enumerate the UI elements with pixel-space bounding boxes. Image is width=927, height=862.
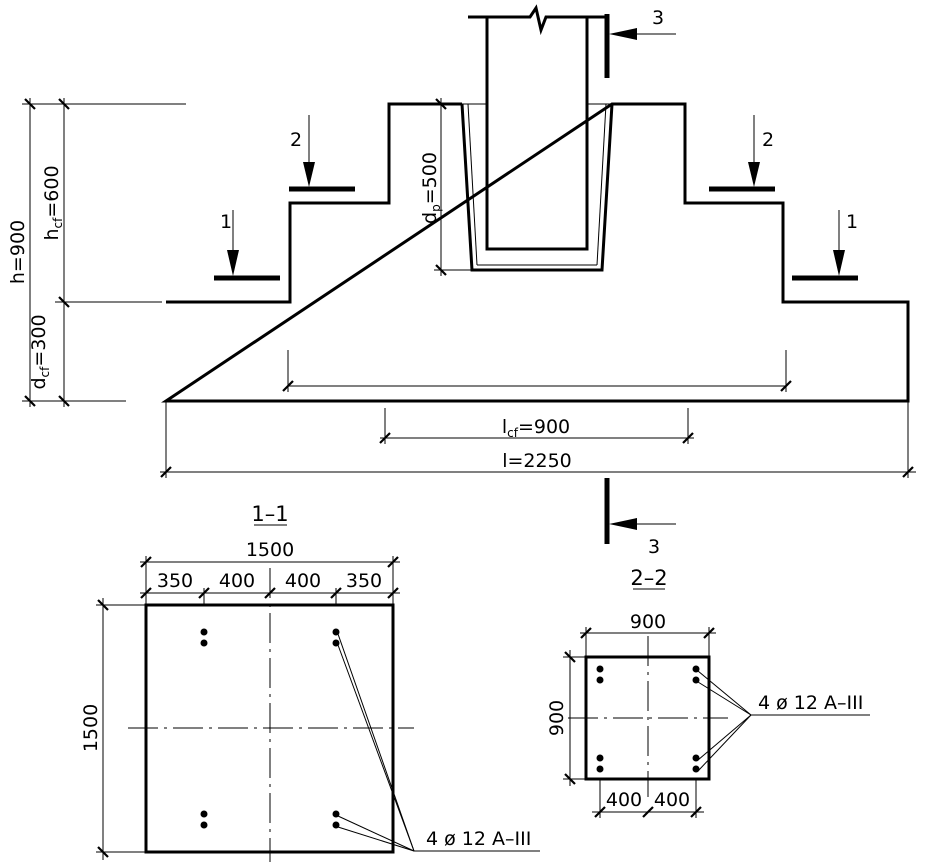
cut-marker-1-left: 1 bbox=[214, 210, 280, 281]
section-1-1-overall-height: 1500 bbox=[80, 704, 102, 752]
l-dimension-label: l=2250 bbox=[502, 450, 572, 472]
column-outline bbox=[485, 17, 589, 251]
section-1-1: 1–1 1500 350 400 400 350 1500 bbox=[80, 502, 540, 862]
section-1-1-seg-2: 400 bbox=[219, 570, 255, 592]
section-1-1-seg-1: 350 bbox=[157, 570, 193, 592]
dp-dimension-label: dp=500 bbox=[419, 152, 443, 224]
hcf-dimension-label: hcf=600 bbox=[41, 165, 65, 240]
section-2-2-title: 2–2 bbox=[630, 566, 667, 590]
svg-text:2: 2 bbox=[762, 129, 774, 151]
cut-marker-2-right: 2 bbox=[709, 115, 775, 192]
cut-marker-1-right: 1 bbox=[792, 210, 858, 281]
svg-text:3: 3 bbox=[652, 7, 664, 29]
section-2-2-rebar-label: 4 ø 12 A–III bbox=[758, 692, 863, 714]
svg-text:3: 3 bbox=[648, 536, 660, 558]
foundation-outline bbox=[161, 102, 910, 403]
section-1-1-seg-3: 400 bbox=[285, 570, 321, 592]
section-2-2-width: 900 bbox=[630, 611, 666, 633]
svg-text:2: 2 bbox=[290, 129, 302, 151]
h-dimension-label: h=900 bbox=[7, 220, 29, 284]
section-2-2: 2–2 900 900 400 400 bbox=[546, 566, 870, 818]
socket-outline bbox=[460, 103, 614, 272]
lcf-dimension-label: lcf=900 bbox=[502, 416, 570, 440]
section-2-2-height: 900 bbox=[546, 700, 568, 736]
dp-dimension: dp=500 bbox=[419, 98, 472, 276]
cut-marker-2-left: 2 bbox=[289, 115, 355, 192]
cut-marker-3-bottom: 3 bbox=[604, 478, 676, 558]
lcf-dimension: lcf=900 bbox=[379, 408, 694, 444]
left-dimensions: h=900 hcf=600 dcf=300 bbox=[7, 98, 186, 407]
l-dimension: l=2250 bbox=[160, 401, 916, 478]
svg-text:1: 1 bbox=[220, 211, 232, 233]
reinforcement-line bbox=[282, 350, 792, 392]
section-1-1-seg-4: 350 bbox=[346, 570, 382, 592]
dcf-dimension-label: dcf=300 bbox=[28, 314, 52, 389]
section-1-1-overall-width: 1500 bbox=[246, 539, 294, 561]
section-1-1-rebar-label: 4 ø 12 A–III bbox=[426, 828, 531, 850]
column-break-line bbox=[468, 4, 606, 36]
section-1-1-title: 1–1 bbox=[251, 502, 288, 526]
section-2-2-seg-2: 400 bbox=[654, 789, 690, 811]
foundation-elevation bbox=[161, 4, 910, 403]
cut-marker-3-top: 3 bbox=[604, 7, 676, 78]
svg-text:1: 1 bbox=[846, 211, 858, 233]
section-2-2-seg-1: 400 bbox=[606, 789, 642, 811]
